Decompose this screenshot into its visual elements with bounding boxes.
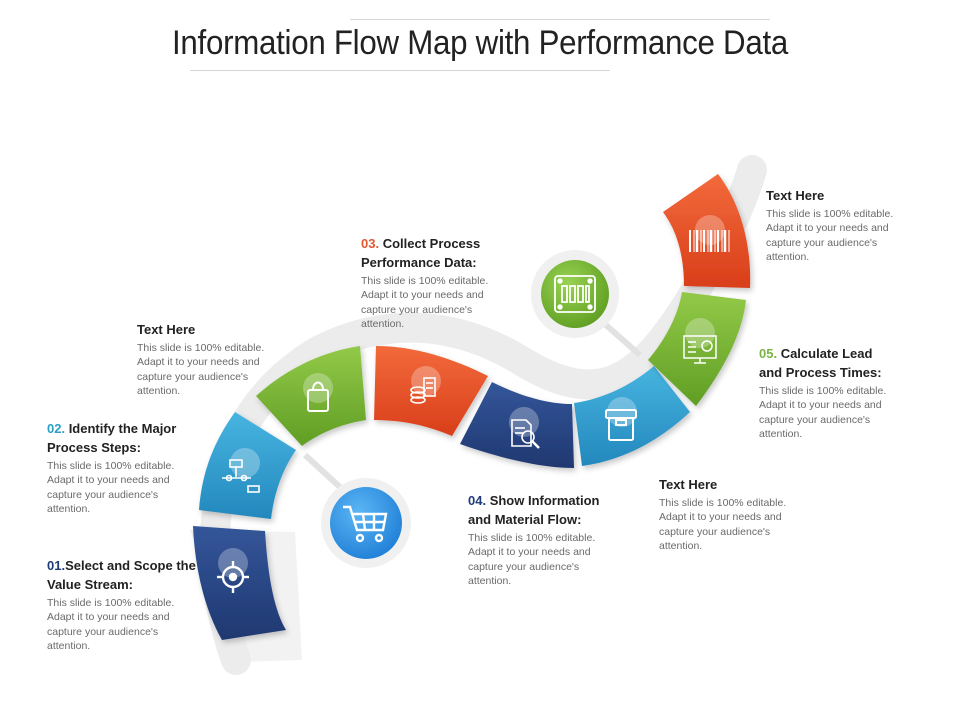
- title-deco-line-bottom: [190, 70, 610, 71]
- segment-06-blue: [574, 366, 690, 466]
- step-01-heading: 01.Select and Scope the Value Stream:: [47, 556, 197, 594]
- text-here-1-heading: Text Here: [137, 322, 196, 337]
- shopping-bag-icon: [307, 381, 329, 412]
- step-03-text: 03. Collect Process Performance Data: Th…: [361, 234, 496, 331]
- step-01-body: This slide is 100% editable. Adapt it to…: [47, 597, 175, 652]
- coins-icon: [410, 377, 436, 404]
- step-04-body: This slide is 100% editable. Adapt it to…: [468, 532, 596, 587]
- segment-08-orange: [663, 174, 751, 288]
- barcode-icon: [689, 230, 730, 252]
- step-04-number: 04.: [468, 493, 487, 508]
- page-title: Information Flow Map with Performance Da…: [172, 24, 788, 62]
- step-05-number: 05.: [759, 346, 778, 361]
- step-05-text: 05. Calculate Lead and Process Times: Th…: [759, 344, 899, 441]
- text-here-3-body: This slide is 100% editable. Adapt it to…: [766, 208, 894, 263]
- step-04-heading: 04. Show Information and Material Flow:: [468, 491, 618, 529]
- segment-05-navy: [460, 382, 574, 468]
- segment-03-green: [256, 346, 366, 446]
- step-text-here-3: Text Here This slide is 100% editable. A…: [766, 186, 896, 264]
- segment-04-orange: [374, 346, 488, 436]
- step-text-here-1: Text Here This slide is 100% editable. A…: [137, 320, 267, 398]
- step-02-title: Identify the Major Process Steps:: [47, 421, 177, 455]
- segment-highlights: [218, 215, 725, 578]
- step-05-heading: 05. Calculate Lead and Process Times:: [759, 344, 899, 382]
- shopping-cart-icon: [343, 505, 388, 543]
- step-text-here-2: Text Here This slide is 100% editable. A…: [659, 475, 789, 553]
- step-01-number: 01.: [47, 558, 66, 573]
- text-here-2-heading: Text Here: [659, 477, 718, 492]
- step-05-title: Calculate Lead and Process Times:: [759, 346, 882, 380]
- text-here-3-heading: Text Here: [766, 188, 825, 203]
- step-01-title: Select and Scope the Value Stream:: [47, 558, 196, 592]
- step-03-heading: 03. Collect Process Performance Data:: [361, 234, 496, 272]
- step-02-text: 02. Identify the Major Process Steps: Th…: [47, 419, 197, 516]
- box-icon: [605, 409, 637, 441]
- server-rack-icon: [554, 275, 596, 313]
- dashboard-icon: [683, 335, 717, 364]
- text-here-2-body: This slide is 100% editable. Adapt it to…: [659, 497, 787, 552]
- step-04-title: Show Information and Material Flow:: [468, 493, 600, 527]
- server-rack-badge: [531, 250, 619, 338]
- step-02-heading: 02. Identify the Major Process Steps:: [47, 419, 197, 457]
- step-01-text: 01.Select and Scope the Value Stream: Th…: [47, 556, 197, 653]
- segment-07-green: [648, 292, 746, 406]
- step-03-title: Collect Process Performance Data:: [361, 236, 481, 270]
- step-04-text: 04. Show Information and Material Flow: …: [468, 491, 618, 588]
- flowchart-icon: [222, 459, 260, 493]
- title-deco-line-top: [350, 19, 770, 20]
- step-02-number: 02.: [47, 421, 66, 436]
- step-03-body: This slide is 100% editable. Adapt it to…: [361, 275, 489, 330]
- text-here-1-body: This slide is 100% editable. Adapt it to…: [137, 342, 265, 397]
- segment-02-blue: [199, 412, 296, 519]
- step-05-body: This slide is 100% editable. Adapt it to…: [759, 385, 887, 440]
- shopping-cart-badge: [321, 478, 411, 568]
- target-icon: [217, 561, 249, 593]
- document-search-icon: [511, 419, 540, 449]
- step-02-body: This slide is 100% editable. Adapt it to…: [47, 460, 175, 515]
- step-03-number: 03.: [361, 236, 380, 251]
